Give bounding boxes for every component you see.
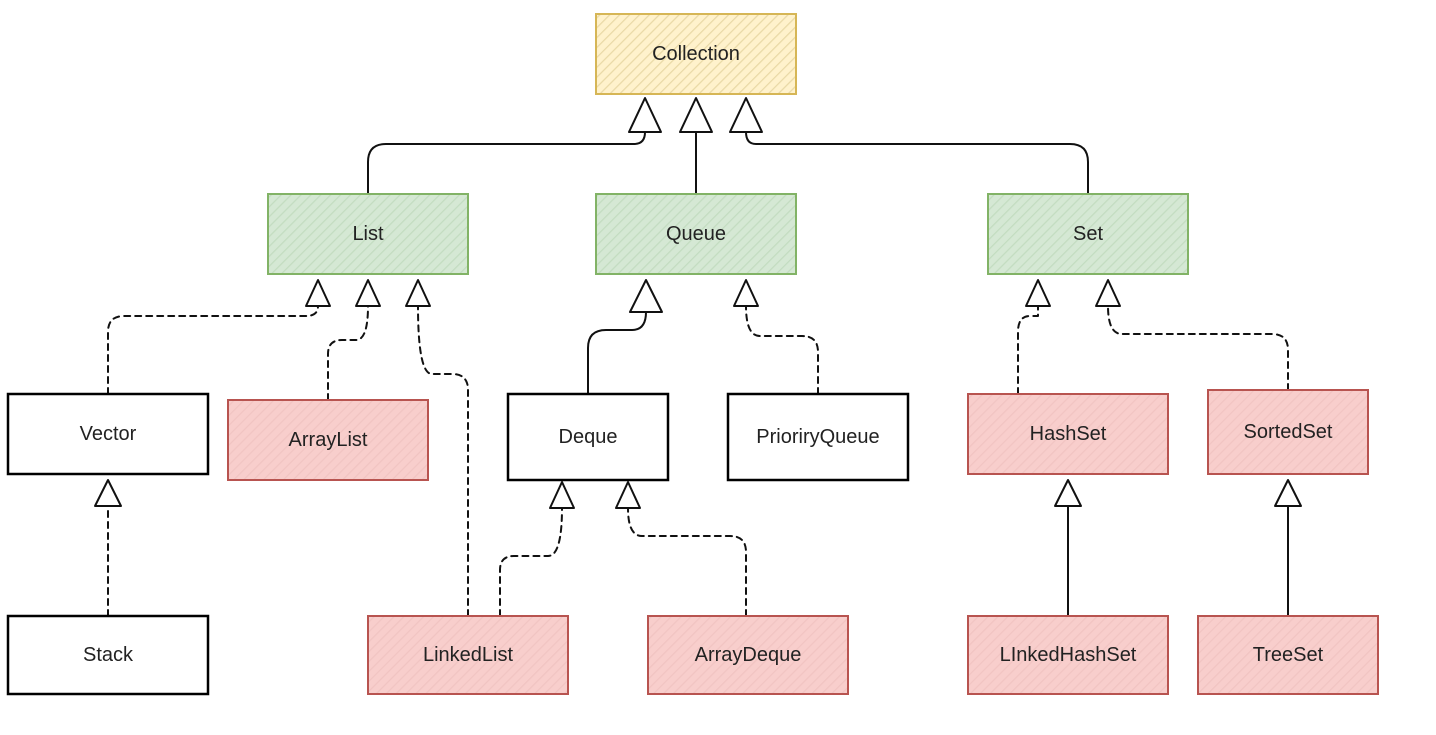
edge-vector-list <box>107 305 319 395</box>
node-treeset: TreeSet <box>1197 615 1379 695</box>
node-collection: Collection <box>595 13 797 95</box>
edge-linkedlist-list <box>417 305 469 617</box>
node-label: SortedSet <box>1244 421 1333 443</box>
edge-sortedset-set <box>1107 305 1289 391</box>
node-label: LinkedList <box>423 644 514 666</box>
node-queue: Queue <box>595 193 797 275</box>
node-arraylist: ArrayList <box>227 399 429 481</box>
arrowhead-icon <box>1095 279 1121 307</box>
node-vector: Vector <box>6 392 210 476</box>
node-label: Collection <box>652 43 740 65</box>
arrowhead-icon <box>629 279 663 313</box>
node-hashset: HashSet <box>967 393 1169 475</box>
arrowhead-icon <box>405 279 431 307</box>
edge-list-collection <box>367 131 646 195</box>
node-label: ArrayDeque <box>695 644 802 666</box>
arrowhead-icon <box>1025 279 1051 307</box>
edge-linkedlist-deque <box>499 507 563 617</box>
edge-arraylist-list <box>327 305 369 401</box>
node-label: List <box>352 223 384 245</box>
edge-deque-queue <box>587 311 647 395</box>
arrowhead-icon <box>679 97 713 133</box>
arrowhead-icon <box>729 97 763 133</box>
node-stack: Stack <box>6 614 210 696</box>
node-deque: Deque <box>506 392 670 482</box>
arrowhead-icon <box>628 97 662 133</box>
arrowhead-icon <box>733 279 759 307</box>
node-label: ArrayList <box>289 429 368 451</box>
node-label: Vector <box>80 423 137 445</box>
arrowhead-icon <box>615 481 641 509</box>
node-linkedlist: LinkedList <box>367 615 569 695</box>
edge-set-collection <box>745 131 1089 195</box>
node-label: Deque <box>559 426 618 448</box>
node-prioriryqueue: PrioriryQueue <box>726 392 910 482</box>
node-label: LInkedHashSet <box>1000 644 1137 666</box>
node-linkedhashset: LInkedHashSet <box>967 615 1169 695</box>
node-label: Queue <box>666 223 726 245</box>
node-set: Set <box>987 193 1189 275</box>
arrowhead-icon <box>305 279 331 307</box>
node-label: PrioriryQueue <box>756 426 879 448</box>
edge-prioriryqueue-queue <box>745 305 819 395</box>
arrowhead-icon <box>549 481 575 509</box>
node-sortedset: SortedSet <box>1207 389 1369 475</box>
node-label: Stack <box>83 644 134 666</box>
node-label: Set <box>1073 223 1103 245</box>
node-arraydeque: ArrayDeque <box>647 615 849 695</box>
edge-hashset-set <box>1017 305 1039 395</box>
node-label: HashSet <box>1030 423 1107 445</box>
arrowhead-icon <box>1054 479 1082 507</box>
edge-arraydeque-deque <box>627 507 747 617</box>
arrowhead-icon <box>355 279 381 307</box>
arrowhead-icon <box>1274 479 1302 507</box>
arrowhead-icon <box>94 479 122 507</box>
node-label: TreeSet <box>1253 644 1324 666</box>
node-list: List <box>267 193 469 275</box>
